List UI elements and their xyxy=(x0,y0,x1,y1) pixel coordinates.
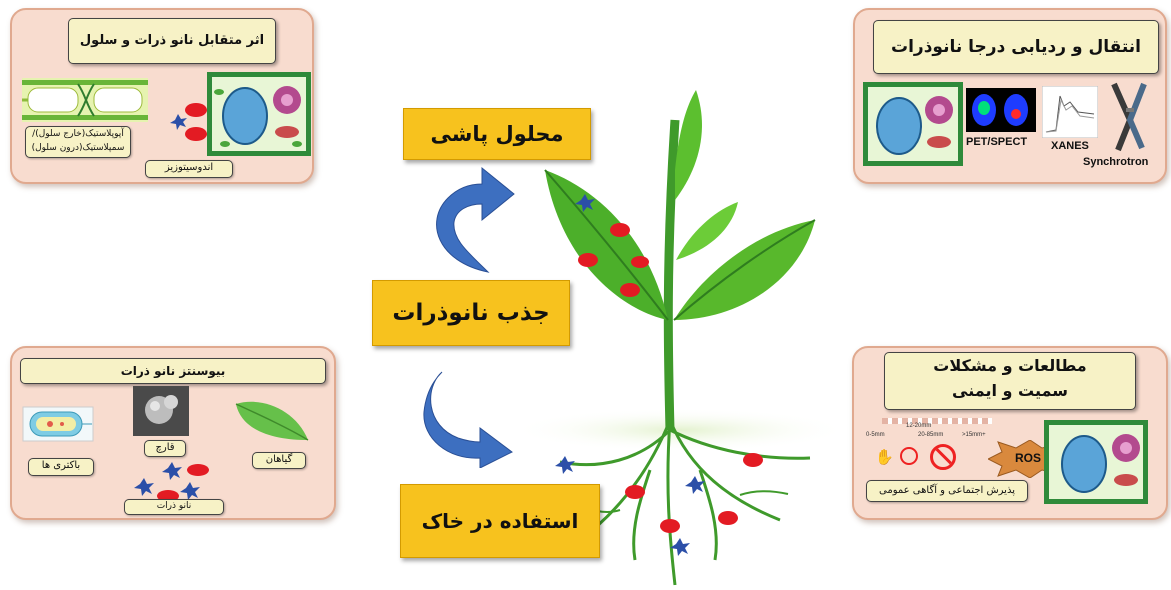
apoplast-pathway-illustration xyxy=(22,78,148,122)
leaf-top xyxy=(675,90,702,200)
leaf-small-right xyxy=(676,202,738,260)
label-soil-application: استفاده در خاک xyxy=(400,484,600,558)
ruler-label-4: >15mm+ xyxy=(962,432,986,438)
plant-cell-image-bottom-right xyxy=(1044,420,1148,504)
toxicity-title-line2: سمیت و ایمنی xyxy=(952,381,1068,400)
label-endocytosis: اندوسیتوزیز xyxy=(145,160,233,178)
label-bacteria: باکتری ها xyxy=(28,458,94,476)
root-nanoparticles xyxy=(555,453,763,556)
label-public-acceptance: پذیرش اجتماعی و آگاهی عمومی xyxy=(866,480,1028,502)
plant-cell-image-top-left xyxy=(207,72,311,156)
toxicity-title-line1: مطالعات و مشکلات xyxy=(933,356,1087,375)
arrow-up-curved xyxy=(436,166,515,273)
panel-title-tracking: انتقال و ردیابی درجا نانوذرات xyxy=(873,20,1159,74)
leaf-left xyxy=(545,170,668,320)
ruler-label-3: 20-85mm xyxy=(918,432,944,438)
leaf-nanoparticles xyxy=(575,194,649,297)
label-foliar-spray: محلول پاشی xyxy=(403,108,591,160)
size-ruler-graphic: 12-20mm 0-5mm 20-85mm >15mm+ xyxy=(866,418,996,444)
ground-shadow xyxy=(510,408,850,452)
fungus-image xyxy=(133,386,189,436)
label-nanoparticle-uptake: جذب نانوذرات xyxy=(372,280,570,346)
leaf-right xyxy=(674,220,815,320)
no-symbol-icon-small xyxy=(900,447,918,465)
bacteria-image xyxy=(22,406,94,442)
panel-title-toxicity: مطالعات و مشکلات سمیت و ایمنی xyxy=(884,352,1136,410)
label-fungus: قارچ xyxy=(144,440,186,457)
label-pet-spect: PET/SPECT xyxy=(966,136,1028,148)
label-apoplast-line2: سمپلاستیک(درون سلول) xyxy=(31,143,125,153)
arrow-down-curved xyxy=(423,371,513,468)
label-plants: گیاهان xyxy=(252,452,306,469)
label-synchrotron: Synchrotron xyxy=(1083,156,1149,168)
xanes-spectrum-image xyxy=(1042,86,1098,138)
label-apoplast-symplast: آپوپلاستیک(خارج سلول)/ سمپلاستیک(درون سل… xyxy=(25,126,131,158)
nanoparticles-top-left xyxy=(170,103,207,141)
plant-cell-image-top-right xyxy=(863,82,963,166)
pet-spect-scan-image xyxy=(966,88,1036,132)
panel-title-biosynthesis: بیوسنتز نانو ذرات xyxy=(20,358,326,384)
panel-title-cell-interaction: اثر متقابل نانو ذرات و سلول xyxy=(68,18,276,64)
hand-icon: ✋ xyxy=(875,448,894,466)
leaf-image xyxy=(235,401,309,441)
label-ros: ROS xyxy=(1015,451,1042,465)
label-xanes: XANES xyxy=(1051,140,1089,152)
no-symbol-icon xyxy=(930,444,956,470)
ruler-label-2: 0-5mm xyxy=(866,432,885,438)
ruler-label-1: 12-20mm xyxy=(906,423,932,429)
label-apoplast-line1: آپوپلاستیک(خارج سلول)/ xyxy=(32,129,124,139)
plant-illustration xyxy=(510,90,850,586)
plant-stem xyxy=(663,119,680,431)
label-nanoparticles: نانو ذرات xyxy=(124,499,224,515)
synchrotron-image xyxy=(1111,82,1147,152)
